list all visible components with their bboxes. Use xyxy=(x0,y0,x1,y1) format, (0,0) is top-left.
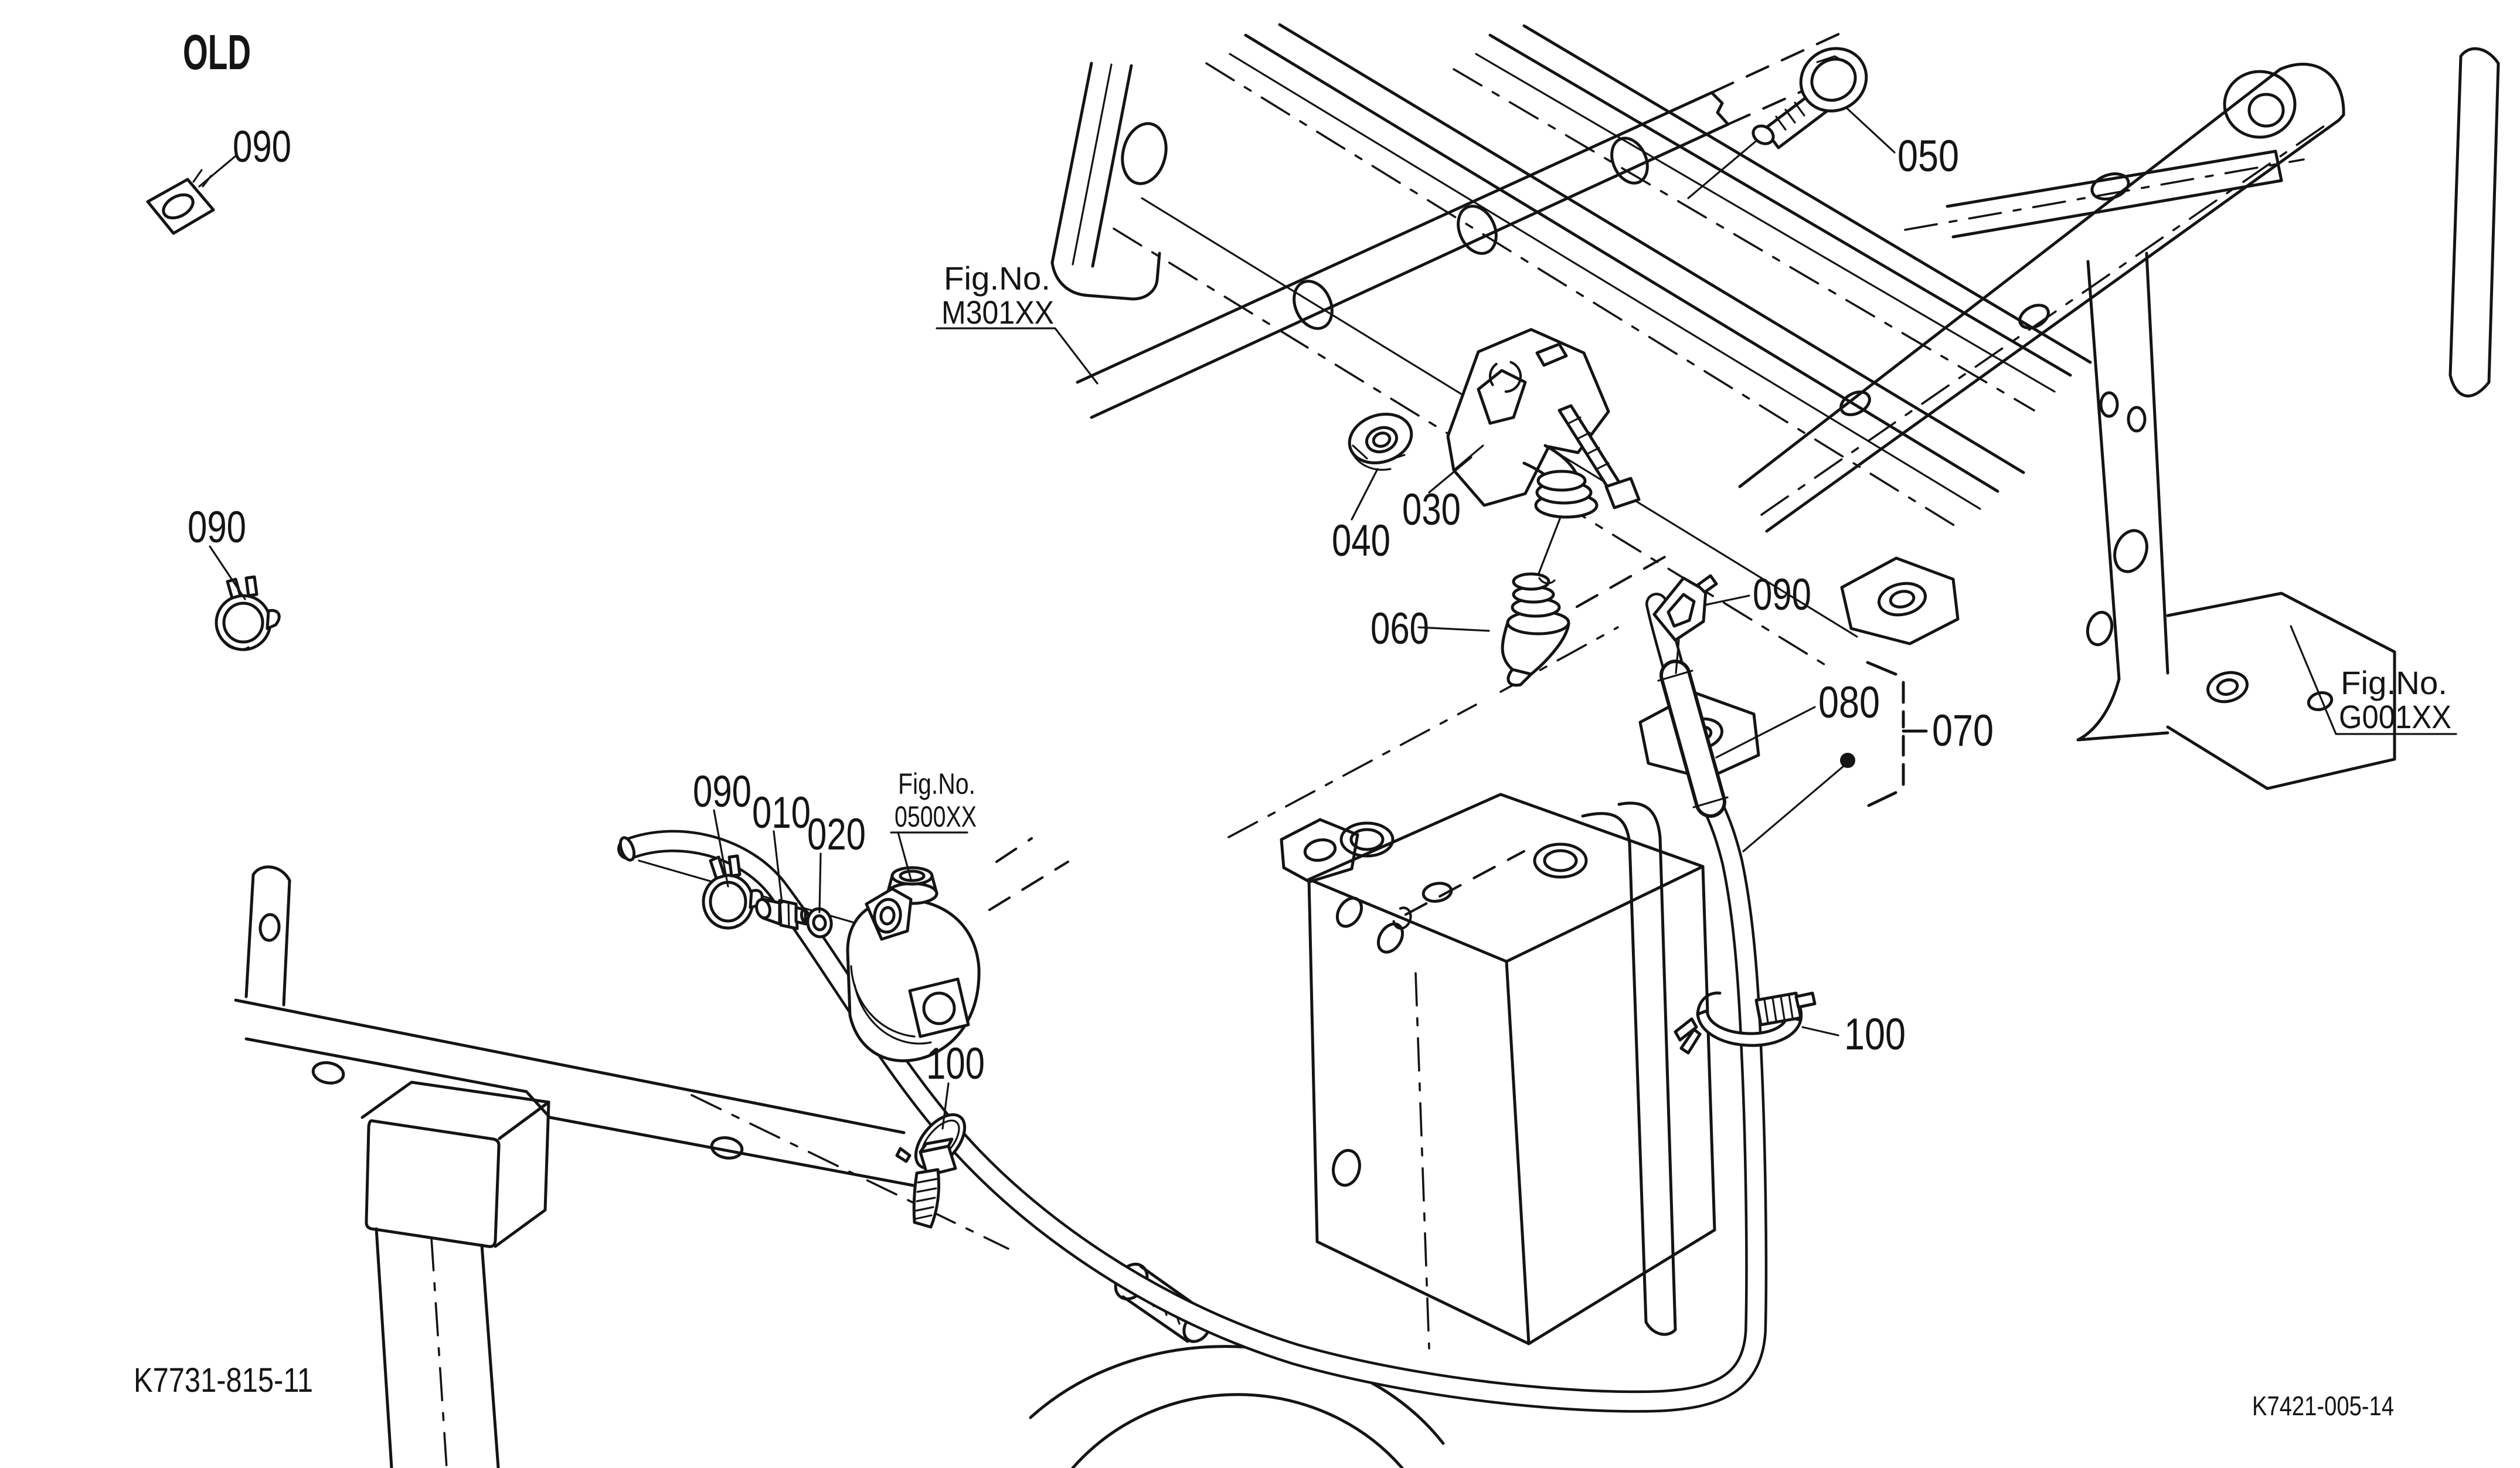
parts xyxy=(146,47,1868,1229)
variant-label: OLD xyxy=(183,25,251,80)
callout-090-left: 090 xyxy=(188,502,246,552)
leader-old-090 xyxy=(198,155,237,188)
callout-020: 020 xyxy=(807,810,866,859)
engine-area-hints xyxy=(691,1094,1445,1468)
callout-100-left: 100 xyxy=(926,1039,985,1089)
part-spring-clamp-left xyxy=(215,575,281,651)
leader-lines xyxy=(198,107,2457,1130)
sheet-code: K7421-005-14 xyxy=(2252,1391,2394,1421)
callout-090-old: 090 xyxy=(233,122,291,172)
part-old-clamp xyxy=(146,169,215,235)
figref-0500-line2: 0500XX xyxy=(895,800,977,833)
figref-g001-line1: Fig.No. xyxy=(2341,664,2447,701)
support-box xyxy=(1307,793,1716,1350)
part-joint xyxy=(755,898,811,930)
part-gasket xyxy=(806,907,833,939)
part-pipe-clip xyxy=(1652,574,1718,674)
leader-090-clip xyxy=(1703,594,1750,606)
leader-050 xyxy=(1845,107,1896,154)
figref-g001-line2: G001XX xyxy=(2339,698,2451,735)
figref-0500-line1: Fig.No. xyxy=(898,767,975,800)
part-spring-clamp-exploded xyxy=(702,854,764,930)
fuel-hose xyxy=(617,593,1768,1413)
leader-070-dot xyxy=(1742,764,1845,852)
callout-050: 050 xyxy=(1897,131,1959,181)
part-sensor xyxy=(1501,572,1570,687)
part-fuel-filter xyxy=(846,837,1070,1062)
leader-fig-m301 xyxy=(936,327,1099,385)
bolt-axis-line xyxy=(1687,135,1763,199)
leader-060 xyxy=(1417,626,1490,632)
drawing-number: K7731-815-11 xyxy=(134,1361,313,1399)
leader-100-right xyxy=(1801,1026,1839,1037)
callout-040: 040 xyxy=(1332,516,1390,566)
bracket-070 xyxy=(1866,661,1928,807)
sensor-axis-line xyxy=(1536,510,1564,579)
callout-090-clip: 090 xyxy=(1753,570,1811,620)
leader-left-090 xyxy=(209,545,246,600)
leader-010 xyxy=(773,830,783,904)
part-nut xyxy=(1348,412,1413,471)
chassis-frame xyxy=(1050,23,2500,883)
leader-040 xyxy=(1351,468,1379,521)
figref-m301-line2: M301XX xyxy=(941,294,1054,331)
hose-end-cap xyxy=(618,836,636,862)
callout-090-exploded: 090 xyxy=(693,767,751,817)
leader-fig-0500 xyxy=(890,831,968,881)
leader-100-left xyxy=(941,1082,950,1130)
callout-070: 070 xyxy=(1932,706,1994,756)
part-holder xyxy=(1446,328,1641,519)
part-band-clamp-left xyxy=(895,1113,967,1229)
leader-exploded-090 xyxy=(713,809,729,888)
leader-080 xyxy=(1715,706,1816,759)
figref-m301-line1: Fig.No. xyxy=(944,260,1050,297)
leader-fig-g001 xyxy=(2290,625,2457,735)
leader-030 xyxy=(1428,456,1472,494)
part-band-clamp-right xyxy=(1674,991,1817,1055)
part-bolt xyxy=(1752,47,1868,149)
hose-reference-dot xyxy=(1840,753,1855,768)
callout-030: 030 xyxy=(1402,485,1461,535)
callout-060: 060 xyxy=(1370,604,1429,654)
callout-100-right: 100 xyxy=(1844,1010,1906,1059)
callout-010: 010 xyxy=(752,788,811,838)
leader-020 xyxy=(818,852,822,913)
lower-left-frame xyxy=(234,865,915,1468)
callout-080: 080 xyxy=(1818,678,1880,728)
